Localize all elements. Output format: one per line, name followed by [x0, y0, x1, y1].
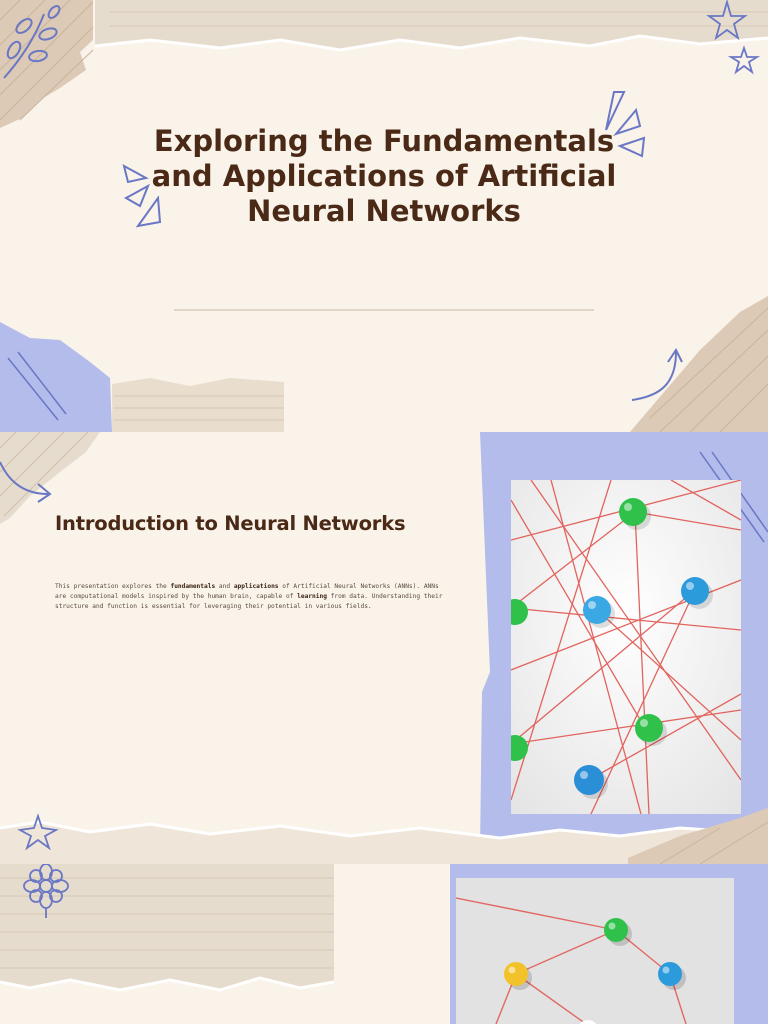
star-icon [17, 813, 59, 851]
pushpins [504, 918, 686, 1024]
ruled-lines [110, 11, 768, 27]
flower-icon [23, 864, 69, 918]
title-slide: Exploring the Fundamentals and Applicati… [0, 0, 768, 432]
presentation-title: Exploring the Fundamentals and Applicati… [151, 124, 617, 228]
sparkle-lines-icon [605, 91, 646, 158]
intro-paragraph: This presentation explores the fundament… [55, 583, 443, 611]
third-slide-partial [0, 864, 768, 1024]
lined-paper-scrap [112, 378, 284, 432]
leaf-sprig-icon [3, 5, 61, 79]
intro-slide: Introduction to Neural Networks This pre… [0, 432, 768, 864]
neural-network-pin-photo [511, 480, 741, 814]
section-heading: Introduction to Neural Networks [55, 512, 406, 535]
curved-arrow-icon [0, 461, 52, 503]
curved-arrow-icon [631, 348, 683, 401]
title-slide-decor [0, 0, 768, 432]
star-icon [727, 45, 761, 75]
blue-paper-patch [0, 322, 112, 432]
pushpins [511, 498, 713, 799]
torn-paper-strip [95, 0, 768, 50]
star-icon [706, 0, 748, 41]
divider [174, 309, 594, 311]
pushpin-photo [456, 878, 734, 1024]
striped-paper-corner [630, 296, 768, 432]
sparkle-lines-icon [122, 164, 162, 228]
